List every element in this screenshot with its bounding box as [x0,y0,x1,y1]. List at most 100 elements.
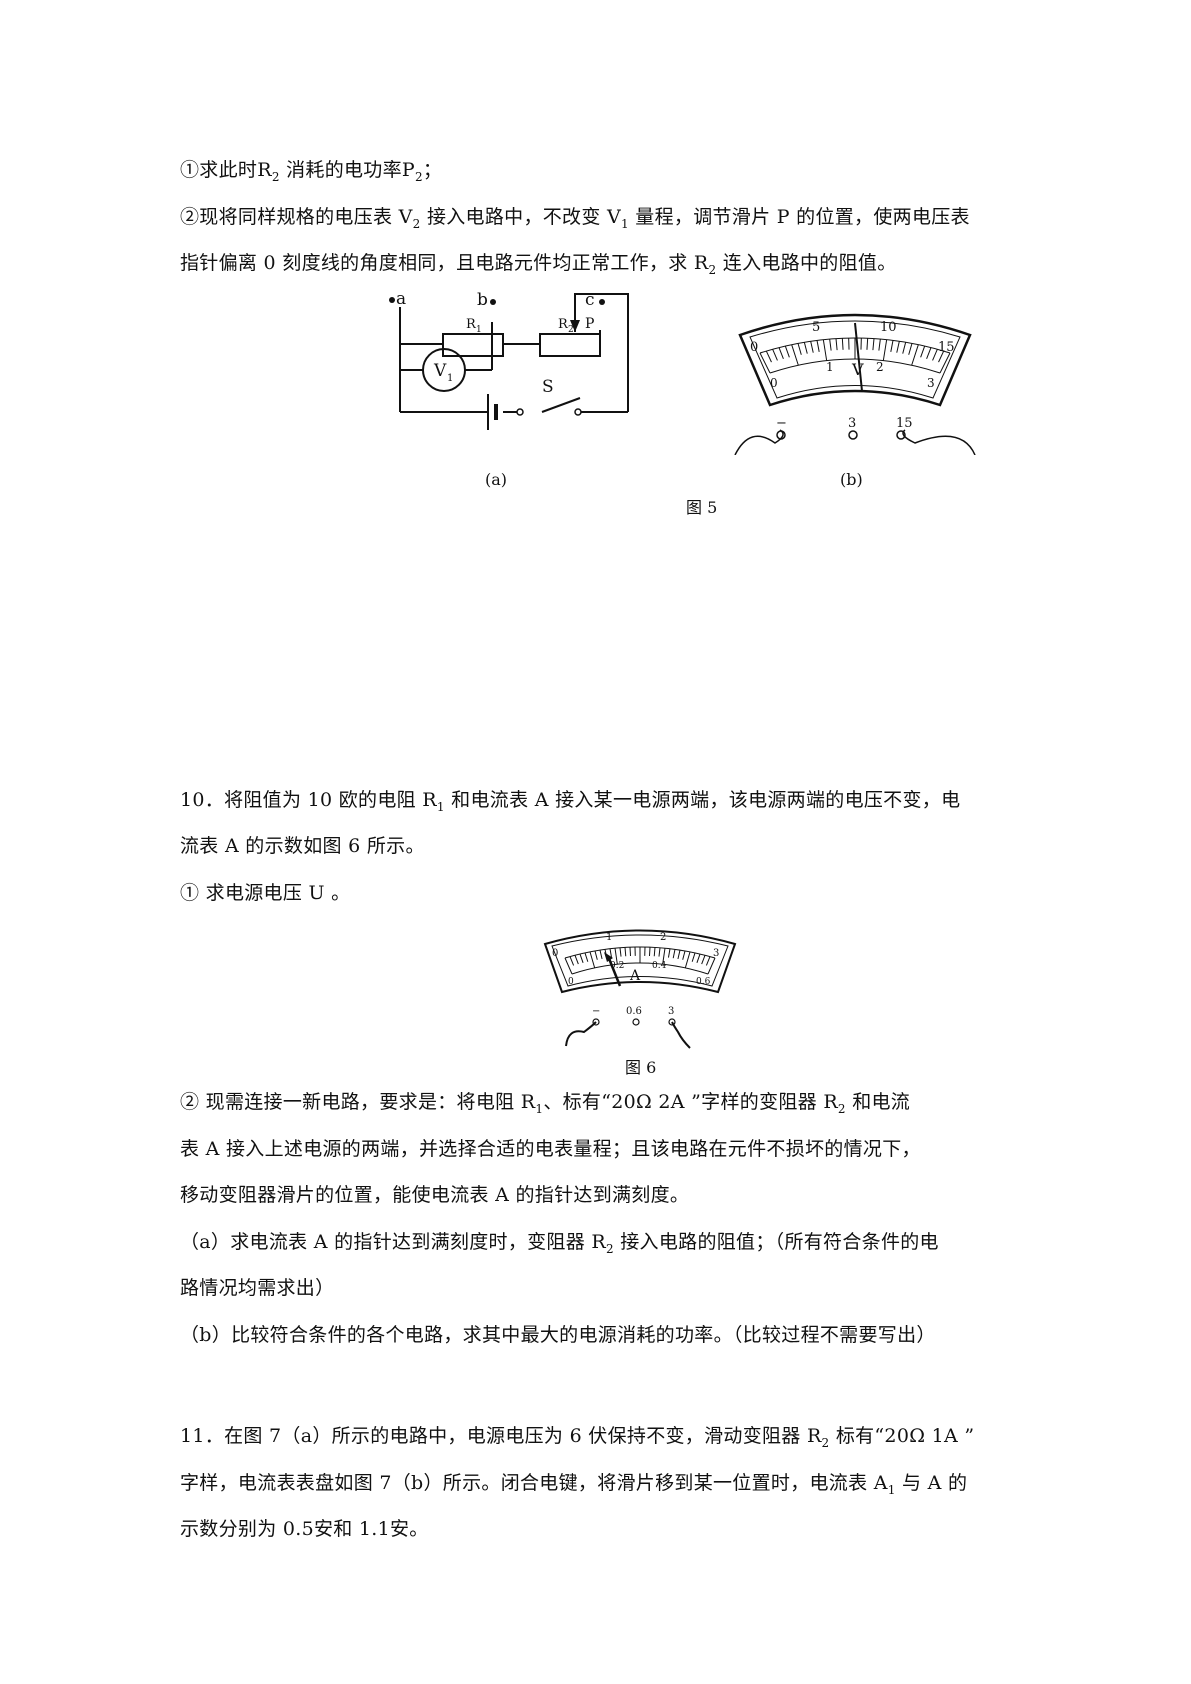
scale-tick [938,350,945,363]
scale-tick [926,347,932,359]
scale-tick [667,948,671,958]
ammeter-top-tick-1: 1 [606,932,612,943]
scale-tick [574,955,579,965]
node-c-label: c [585,290,595,310]
dial-top-tick-5: 5 [812,320,820,335]
r1-label: R [466,317,477,332]
scale-tick [662,948,666,965]
scale-tick [835,338,838,351]
ammeter-top-tick-3: 3 [713,948,719,959]
r2-sub: 2 [568,325,574,335]
q11-line-3: 示数分别为 0.5安和 1.1安。 [180,1518,429,1540]
ammeter-bottom-tick-04: 0.4 [652,961,667,971]
voltmeter-v1-sub: 1 [447,373,453,384]
q9-line-2: ②现将同样规格的电压表 V2 接入电路中，不改变 V1 量程，调节滑片 P 的位… [180,206,970,231]
dial-bottom-tick-1: 1 [826,360,834,374]
scale-tick [701,955,706,965]
q10-line-2: 流表 A 的示数如图 6 所示。 [180,835,425,857]
scale-tick [696,953,701,964]
circuit-diagram-fig5a: a b c R 1 R 2 P V 1 S [389,289,629,430]
scale-tick [772,349,778,361]
scale-tick [579,953,584,964]
dial-unit-v: V [851,360,864,379]
scale-tick [778,347,784,359]
scale-tick [658,947,661,957]
q10-line-1: 10．将阻值为 10 欧的电阻 R1 和电流表 A 接入某一电源两端，该电源两端… [180,789,961,814]
dial-bottom-tick-0: 0 [770,376,778,390]
scale-tick [619,947,622,957]
node-b-label: b [477,290,488,310]
scale-tick [896,341,900,353]
q9-line-3: 指针偏离 0 刻度线的角度相同，且电路元件均正常工作，求 R2 连入电路中的阻值… [180,252,897,277]
dial-top-tick-15: 15 [938,340,955,355]
scale-tick [866,338,869,350]
dial-top-tick-10: 10 [880,320,897,335]
scale-tick [872,338,875,351]
scale-tick [939,352,951,374]
scale-tick [589,951,596,969]
scale-tick [829,339,832,351]
scale-tick [841,338,844,350]
terminal-3-label: 3 [848,416,856,431]
scale-tick [584,952,589,962]
r2-label: R [558,317,569,332]
scale-tick [629,947,632,957]
q11-line-2: 字样，电流表表盘如图 7（b）所示。闭合电键，将滑片移到某一位置时，电流表 A1… [180,1472,968,1497]
ammeter-terminal-06: 0.6 [626,1006,642,1017]
scale-tick [816,340,820,352]
terminal-15-label: 15 [896,416,913,431]
scale-tick [684,951,691,969]
scale-tick [614,948,618,965]
ammeter-terminal-minus: − [592,1006,600,1017]
scale-tick [797,343,802,355]
q10-line-8: 路情况均需求出） [180,1277,335,1299]
q10-line-5: 表 A 接入上述电源的两端，并选择合适的电表量程；且该电路在元件不损坏的情况下， [180,1138,921,1160]
q10-line-7: （a）求电流表 A 的指针达到满刻度时，变阻器 R2 接入电路的阻值；（所有符合… [180,1231,939,1256]
scale-tick [932,349,938,361]
scale-tick [682,950,686,960]
scale-tick [648,947,651,957]
scale-tick [594,950,598,960]
scale-tick [677,950,681,960]
voltmeter-v1-label: V [433,361,447,381]
scale-tick [599,950,603,960]
slider-p-label: P [585,316,594,332]
scale-tick [624,947,627,957]
fig5b-label: (b) [840,470,863,489]
scale-tick [810,341,814,353]
fig5a-label: (a) [485,470,508,489]
ammeter-bottom-tick-06: 0.6 [696,977,711,987]
q10-line-4: ② 现需连接一新电路，要求是：将电阻 R1、标有“20Ω 2A ”字样的变阻器 … [180,1091,911,1116]
r1-sub: 1 [476,325,482,335]
voltmeter-dial-fig5b: 0 5 10 15 0 1 2 3 V − 3 15 [734,313,976,455]
scale-tick [672,949,676,959]
ammeter-top-tick-2: 2 [660,932,666,943]
scale-tick [902,342,907,354]
q10-line-3: ① 求电源电压 U 。 [180,882,351,904]
scale-tick [707,957,716,975]
fig5-caption: 图 5 [686,498,718,517]
ammeter-bottom-tick-02: 0.2 [610,961,624,971]
dial-bottom-tick-3: 3 [927,376,935,390]
scale-tick [564,957,573,975]
q11-line-1: 11．在图 7（a）所示的电路中，电源电压为 6 伏保持不变，滑动变阻器 R2 … [180,1425,975,1450]
scale-tick [691,952,696,962]
scale-tick [878,339,881,351]
scale-tick [653,947,656,957]
switch-s-label: S [542,377,554,397]
scale-tick [920,345,926,358]
scale-tick [911,344,919,366]
scale-tick [759,352,771,374]
scale-tick [705,956,711,966]
scale-tick [791,344,799,366]
ammeter-unit-a: A [629,968,641,984]
ammeter-terminal-3: 3 [668,1006,674,1017]
fig6-caption: 图 6 [625,1058,657,1077]
ammeter-bottom-tick-0: 0 [568,977,574,987]
scale-tick [609,948,613,958]
dial-top-tick-0: 0 [750,340,758,355]
scale-tick [882,339,888,361]
q10-line-6: 移动变阻器滑片的位置，能使电流表 A 的指针达到满刻度。 [180,1184,690,1206]
terminal-minus-label: − [776,416,787,431]
ammeter-dial-fig6: 0 1 2 3 0 0.2 0.4 0.6 A − 0.6 3 [543,929,737,1049]
